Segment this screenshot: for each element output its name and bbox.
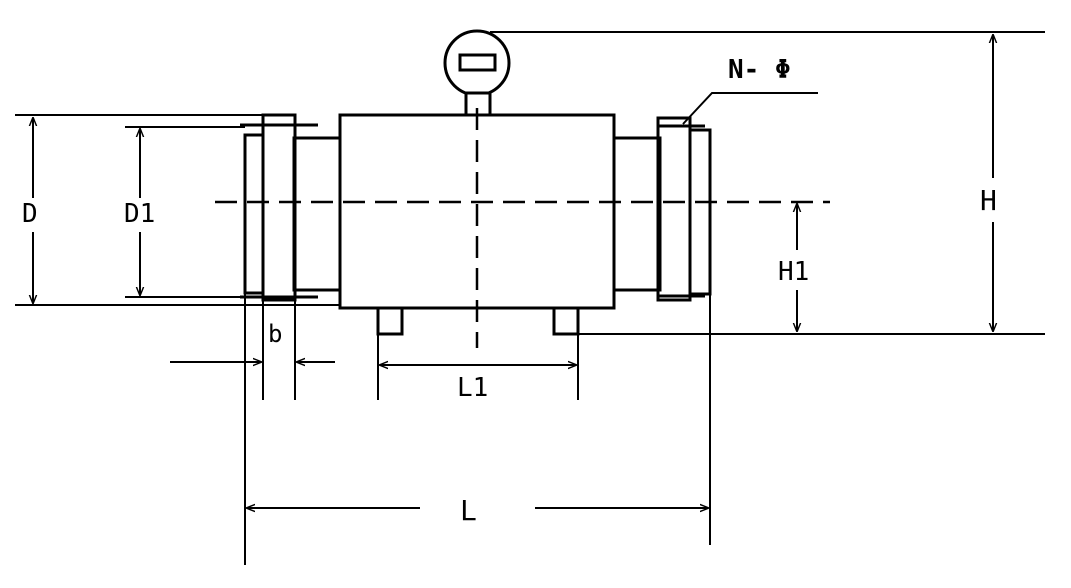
label-N-phi: N- Φ	[728, 55, 791, 85]
right-flange	[656, 116, 712, 302]
label-L1: L1	[457, 373, 488, 403]
label-H: H	[980, 184, 997, 217]
right-pipe-stub	[612, 136, 662, 292]
display-window	[458, 53, 497, 72]
left-foot	[376, 306, 404, 336]
right-foot	[552, 306, 580, 336]
display-head	[443, 29, 511, 117]
left-flange	[240, 113, 318, 302]
label-D1: D1	[124, 199, 155, 229]
label-L: L	[460, 494, 477, 527]
left-pipe-stub	[292, 136, 342, 292]
display-dial	[443, 29, 511, 97]
label-b: b	[268, 320, 282, 348]
label-H1: H1	[778, 257, 809, 287]
label-D: D	[22, 199, 38, 229]
bolt-hole-leader	[682, 92, 818, 125]
